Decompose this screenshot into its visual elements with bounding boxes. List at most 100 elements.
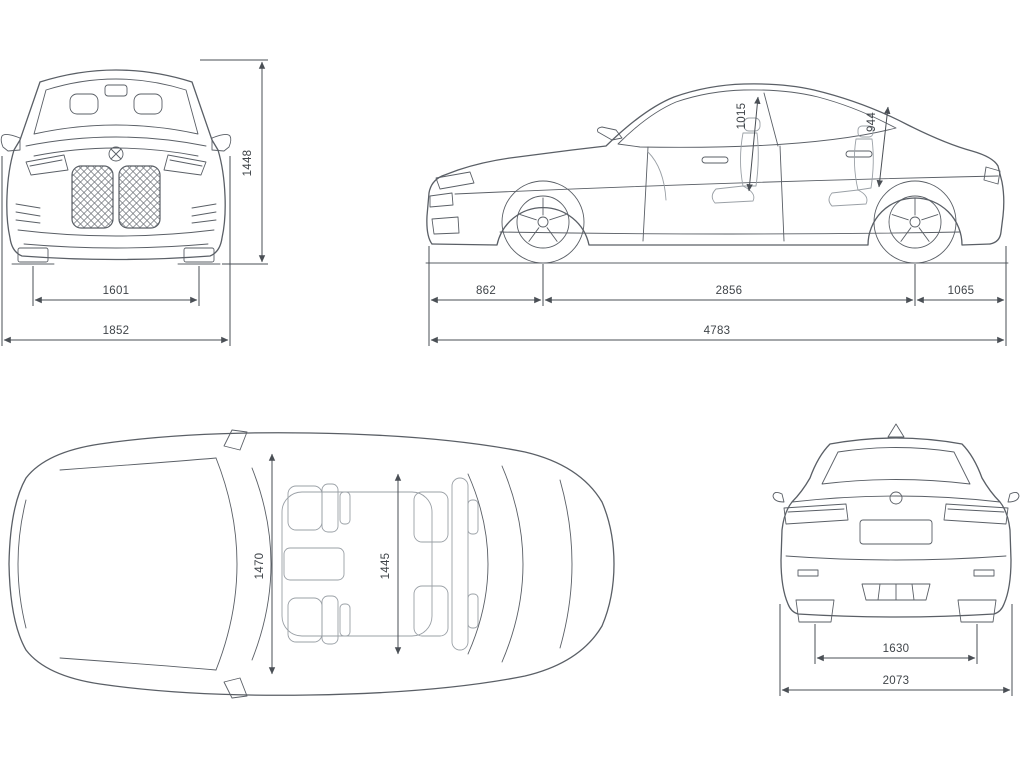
top-sunroof bbox=[281, 491, 433, 637]
top-hood-line-upper bbox=[59, 457, 217, 471]
side-rocker-and-arches bbox=[431, 197, 991, 246]
hub bbox=[537, 216, 549, 228]
rear-taillight-right bbox=[943, 503, 1009, 525]
side-front-intake bbox=[431, 216, 460, 235]
rear-window bbox=[821, 447, 971, 485]
top-front-seat-left bbox=[287, 483, 351, 533]
top-rear-window-front bbox=[467, 473, 489, 655]
dim-front-headroom-label: 1015 bbox=[736, 103, 748, 130]
side-door-cut-front bbox=[642, 146, 649, 242]
front-wheel-left bbox=[17, 247, 49, 263]
front-brand-roundel bbox=[108, 146, 124, 162]
rear-taillight-left bbox=[783, 503, 849, 525]
side-lower-crease bbox=[499, 231, 961, 235]
side-b-pillar bbox=[763, 92, 779, 147]
spokes bbox=[519, 197, 567, 242]
dim-front-height: 1448 bbox=[200, 59, 268, 265]
headrest-right bbox=[467, 593, 479, 629]
side-body-outline bbox=[426, 83, 1005, 245]
rear-reflector-left bbox=[797, 569, 819, 577]
dim-top-front-width-label: 1470 bbox=[254, 553, 266, 580]
cushion bbox=[287, 485, 323, 531]
headrest bbox=[857, 125, 874, 138]
dim-ext-lines bbox=[814, 624, 978, 664]
headrest bbox=[339, 603, 351, 637]
seatback bbox=[451, 477, 469, 651]
seatback bbox=[321, 483, 339, 533]
side-door-handle-rear bbox=[845, 150, 873, 158]
rear-reflector-right bbox=[973, 569, 995, 577]
cushion-right bbox=[413, 585, 449, 637]
headrest-left bbox=[467, 499, 479, 535]
cushion bbox=[287, 597, 323, 643]
front-headrest-left bbox=[69, 93, 99, 115]
headrest bbox=[339, 491, 351, 525]
rear-license-plate bbox=[859, 519, 933, 545]
dim-top-front-width: 1470 bbox=[254, 453, 276, 675]
front-rearview-mirror bbox=[104, 84, 128, 97]
top-windshield-base bbox=[215, 457, 238, 671]
dim-top-rear-width: 1445 bbox=[380, 473, 402, 655]
side-rear-seat bbox=[828, 125, 874, 207]
tire bbox=[501, 180, 585, 264]
dim-ext-lines bbox=[32, 266, 200, 306]
front-hood-crease bbox=[33, 147, 199, 157]
front-headlight-right bbox=[163, 154, 207, 176]
dim-line bbox=[876, 106, 891, 188]
top-rear-window-rear bbox=[501, 465, 524, 663]
hub bbox=[909, 216, 921, 228]
seatback bbox=[321, 595, 339, 645]
rear-bumper-crease bbox=[785, 555, 1007, 561]
dim-rear-headroom-label: 944 bbox=[866, 112, 878, 132]
front-headrest-right bbox=[133, 93, 163, 115]
dim-front-height-label: 1448 bbox=[242, 150, 254, 177]
front-roundel-cross bbox=[110, 148, 122, 160]
front-body-outline bbox=[6, 69, 226, 261]
rear-shoulder-line bbox=[791, 495, 1001, 503]
front-mirror-left bbox=[0, 133, 21, 152]
rear-wheel-left bbox=[795, 599, 835, 623]
dim-rear-overhang-label: 1065 bbox=[948, 285, 975, 297]
top-front-bumper-line bbox=[17, 499, 27, 629]
dim-overall-length-label: 4783 bbox=[704, 325, 731, 337]
dim-rear-width-label: 2073 bbox=[883, 675, 910, 687]
dim-ext-lines bbox=[779, 604, 1013, 696]
side-door-handle-front bbox=[701, 156, 729, 164]
front-bumper-line bbox=[17, 229, 215, 237]
rear-body-outline bbox=[780, 437, 1012, 618]
dim-ext-lines bbox=[200, 59, 268, 265]
top-hood-line-lower bbox=[59, 657, 217, 671]
seatback bbox=[853, 138, 874, 191]
rear-brand-roundel bbox=[889, 491, 903, 505]
dim-front-width-label: 1852 bbox=[103, 325, 130, 337]
front-wheel-right bbox=[183, 247, 215, 263]
dim-front-headroom: 1015 bbox=[736, 96, 761, 192]
dim-line bbox=[746, 96, 761, 192]
front-windshield bbox=[33, 78, 199, 135]
side-dashboard-line bbox=[647, 151, 667, 201]
side-view: 1015 944 862 2856 1065 4783 bbox=[425, 83, 1009, 346]
front-intake-right bbox=[191, 203, 217, 224]
dim-rear-overall-width: 2073 bbox=[779, 604, 1013, 696]
side-headlight bbox=[435, 171, 475, 190]
top-view: 1470 1445 bbox=[8, 429, 615, 699]
dim-top-rear-width-label: 1445 bbox=[380, 553, 392, 580]
dim-wheelbase-label: 2856 bbox=[716, 285, 743, 297]
top-rear-bench bbox=[413, 477, 479, 651]
top-center-console bbox=[283, 547, 345, 581]
dim-front-track: 1601 bbox=[32, 266, 200, 306]
top-trunk-edge bbox=[559, 479, 573, 649]
front-kidney-grille-right bbox=[118, 165, 161, 229]
front-headlight-left bbox=[25, 154, 69, 176]
side-door-cut-rear bbox=[779, 145, 785, 242]
dim-rear-track-label: 1630 bbox=[883, 643, 910, 655]
front-cowl-line bbox=[25, 136, 207, 147]
side-front-wheel bbox=[501, 180, 585, 264]
dim-front-overhang-label: 862 bbox=[476, 285, 496, 297]
top-mirror-lower bbox=[223, 677, 248, 699]
cushion-left bbox=[413, 491, 449, 543]
spokes bbox=[891, 197, 939, 242]
side-mirror bbox=[597, 126, 623, 141]
dim-rear-headroom: 944 bbox=[866, 106, 891, 188]
front-mirror-right bbox=[211, 133, 232, 152]
